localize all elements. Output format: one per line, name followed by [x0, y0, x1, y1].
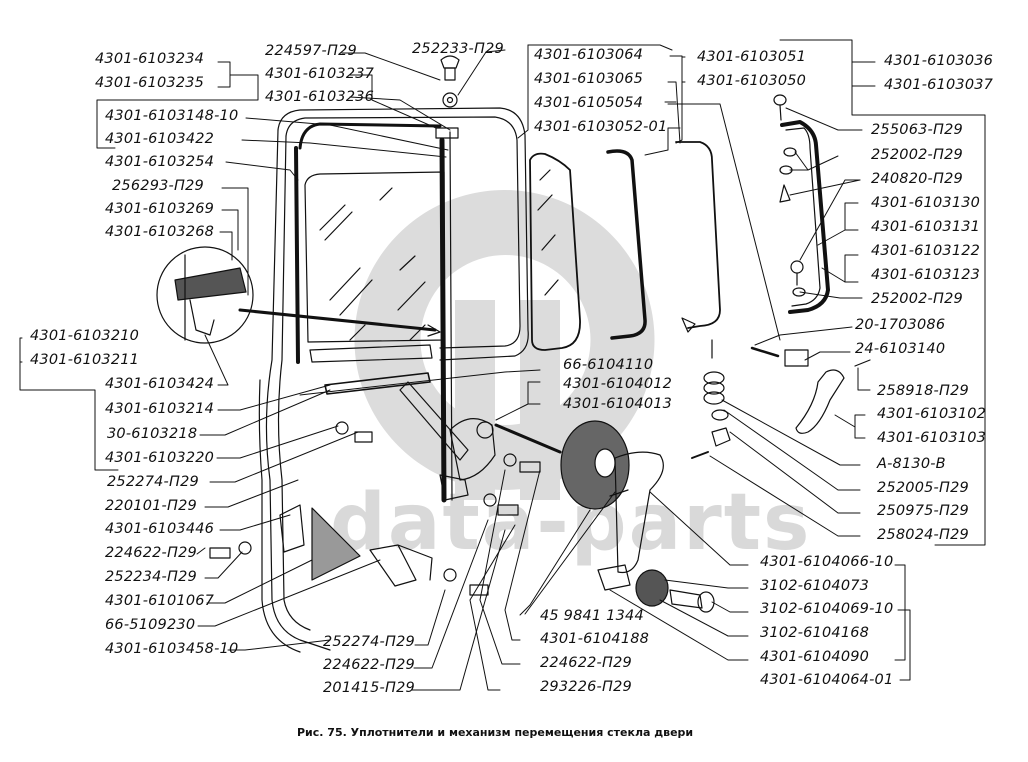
detail-circle — [156, 246, 441, 344]
part-label: 4301-6103234 — [95, 51, 205, 67]
part-label: 255063-П29 — [871, 122, 963, 138]
part-label: 4301-6103148-10 — [105, 108, 239, 124]
door-frame — [258, 107, 529, 653]
part-label: 30-6103218 — [107, 426, 198, 442]
part-label: 250975-П29 — [877, 503, 969, 519]
part-label: 3102-6104069-10 — [760, 601, 894, 617]
part-label: 3102-6104168 — [760, 625, 870, 641]
figure-caption: Рис. 75. Уплотнители и механизм перемеще… — [297, 726, 694, 739]
part-label: 4301-6104090 — [760, 649, 870, 665]
part-label: 252274-П29 — [107, 474, 199, 490]
part-label: 4301-6104013 — [563, 396, 673, 412]
window-regulator — [209, 381, 541, 596]
part-label: 252233-П29 — [412, 41, 504, 57]
part-label: 20-1703086 — [855, 317, 946, 333]
part-label: 4301-6103424 — [105, 376, 215, 392]
part-label: 3102-6104073 — [760, 578, 870, 594]
part-label: 201415-П29 — [323, 680, 415, 696]
part-label: 224622-П29 — [540, 655, 632, 671]
part-label: 4301-6103130 — [871, 195, 981, 211]
part-label: 4301-6103269 — [105, 201, 215, 217]
part-label: 220101-П29 — [105, 498, 197, 514]
part-label: 252274-П29 — [323, 634, 415, 650]
part-label: 252234-П29 — [105, 569, 197, 585]
part-label: 4301-6104064-01 — [760, 672, 894, 688]
part-label: 4301-6103036 — [884, 53, 994, 69]
leader-lines — [19, 39, 986, 691]
part-label: 4301-6103123 — [871, 267, 981, 283]
part-label: 4301-6103211 — [30, 352, 140, 368]
part-label: 224622-П29 — [105, 545, 197, 561]
part-label: 4301-6103458-10 — [105, 641, 239, 657]
part-label: 4301-6103103 — [877, 430, 987, 446]
part-label: 4301-6104066-10 — [760, 554, 894, 570]
part-label: 4301-6103064 — [534, 47, 644, 63]
part-label: 4301-6103131 — [871, 219, 981, 235]
part-label: 24-6103140 — [855, 341, 946, 357]
part-label: 4301-6103268 — [105, 224, 215, 240]
part-label: 256293-П29 — [112, 178, 204, 194]
part-label: 4301-6103422 — [105, 131, 215, 147]
part-label: 4301-6103237 — [265, 66, 375, 82]
part-label: А-8130-В — [877, 456, 946, 472]
part-label: 252002-П29 — [871, 147, 963, 163]
part-label: 258024-П29 — [877, 527, 969, 543]
part-label: 4301-6103214 — [105, 401, 215, 417]
part-label: 4301-6103210 — [30, 328, 140, 344]
part-label: 252005-П29 — [877, 480, 969, 496]
part-label: 4301-6103051 — [697, 49, 807, 65]
part-label: 4301-6103446 — [105, 521, 215, 537]
part-label: 4301-6103037 — [884, 77, 994, 93]
part-label: 4301-6103254 — [105, 154, 215, 170]
part-label: 240820-П29 — [871, 171, 963, 187]
part-label: 224622-П29 — [323, 657, 415, 673]
part-label: 4301-6103236 — [265, 89, 375, 105]
part-label: 4301-6103235 — [95, 75, 205, 91]
part-label: 252002-П29 — [871, 291, 963, 307]
part-label: 258918-П29 — [877, 383, 969, 399]
part-label: 293226-П29 — [540, 679, 632, 695]
part-label: 4301-6103050 — [697, 73, 807, 89]
part-label: 4301-6101067 — [105, 593, 215, 609]
part-label: 4301-6103065 — [534, 71, 644, 87]
top-screw-group — [440, 55, 460, 108]
part-label: 4301-6105054 — [534, 95, 644, 111]
part-label: 224597-П29 — [265, 43, 357, 59]
handle-group — [494, 420, 715, 613]
part-label: 45 9841 1344 — [540, 608, 644, 624]
part-label: 4301-6104012 — [563, 376, 673, 392]
part-label: 66-5109230 — [105, 617, 196, 633]
part-label: 4301-6103122 — [871, 243, 981, 259]
part-label: 66-6104110 — [563, 357, 654, 373]
part-label: 4301-6103220 — [105, 450, 215, 466]
right-seal-channel — [773, 94, 830, 314]
lock-parts-group — [691, 339, 871, 459]
part-label: 4301-6104188 — [540, 631, 650, 647]
part-label: 4301-6103052-01 — [534, 119, 668, 135]
part-label: 4301-6103102 — [877, 406, 987, 422]
quarter-glass-group — [529, 141, 721, 351]
